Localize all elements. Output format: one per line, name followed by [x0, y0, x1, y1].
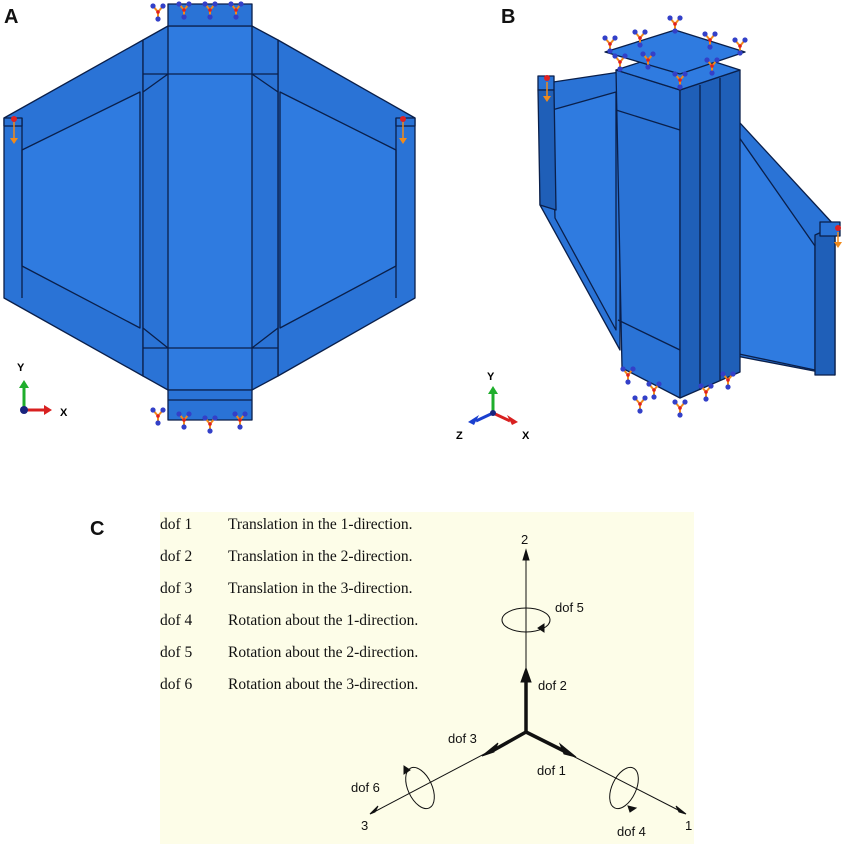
- dof-description: Translation in the 2-direction.: [228, 548, 413, 565]
- axis-x-b: X: [522, 430, 530, 442]
- axis-3-label: 3: [361, 818, 368, 833]
- dof-description: Rotation about the 3-direction.: [228, 676, 419, 693]
- dof4-rotation: [609, 766, 639, 810]
- dof3-label: dof 3: [448, 731, 477, 746]
- panel-a-label: A: [4, 6, 19, 28]
- panel-c-label: C: [90, 518, 105, 540]
- dof-row: dof 2 Translation in the 2-direction.: [160, 544, 418, 576]
- dof-description: Rotation about the 1-direction.: [228, 612, 419, 629]
- axis-y-b: Y: [487, 371, 495, 383]
- axis-y-a: Y: [17, 362, 25, 374]
- dof-row: dof 6 Rotation about the 3-direction.: [160, 672, 418, 704]
- triad-b: [468, 386, 518, 425]
- dof-panel-background: [160, 512, 694, 844]
- dof-row: dof 5 Rotation about the 2-direction.: [160, 640, 418, 672]
- dof-description: Translation in the 3-direction.: [228, 580, 413, 597]
- dof-row: dof 3 Translation in the 3-direction.: [160, 576, 418, 608]
- dof5-label: dof 5: [555, 600, 584, 615]
- panel-b-label: B: [501, 6, 516, 28]
- dof3-arrow: [493, 730, 527, 752]
- axis-z-b: Z: [456, 430, 463, 442]
- dof-row: dof 1 Translation in the 1-direction.: [160, 512, 418, 544]
- axis-1-label: 1: [685, 818, 692, 833]
- axis-x-a: X: [60, 407, 68, 419]
- dof-table: dof 1 Translation in the 1-direction. dof…: [160, 512, 418, 704]
- dof-code: dof 6: [160, 676, 193, 693]
- triad-a: [19, 380, 52, 415]
- dof2-label: dof 2: [538, 678, 567, 693]
- dof-code: dof 1: [160, 516, 193, 533]
- dof6-rotation: [405, 766, 435, 810]
- dof-code: dof 2: [160, 548, 193, 565]
- dof5-rotation: [501, 607, 551, 633]
- dof-description: Rotation about the 2-direction.: [228, 644, 419, 661]
- dof4-label: dof 4: [617, 824, 646, 839]
- dof-description: Translation in the 1-direction.: [228, 516, 413, 533]
- dof1-label: dof 1: [537, 763, 566, 778]
- bottom-cap: [167, 389, 253, 421]
- dof-code: dof 3: [160, 580, 193, 597]
- dof6-label: dof 6: [351, 780, 380, 795]
- dof-code: dof 4: [160, 612, 193, 629]
- load-arrows-a: [10, 116, 407, 144]
- dof-row: dof 4 Rotation about the 1-direction.: [160, 608, 418, 640]
- dof1-arrow: [525, 730, 567, 754]
- axis-2-label: 2: [521, 532, 528, 547]
- dof-code: dof 5: [160, 644, 193, 661]
- load-arrows-b: [543, 75, 842, 248]
